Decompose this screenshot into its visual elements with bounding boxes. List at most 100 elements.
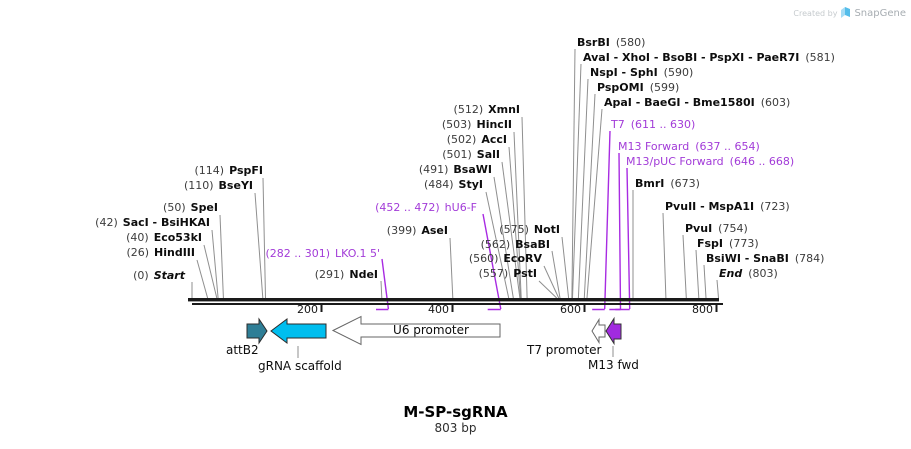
map-title-block: M-SP-sgRNA 803 bp bbox=[0, 403, 911, 436]
site-position: (484) bbox=[423, 178, 454, 191]
map-length: 803 bp bbox=[434, 421, 477, 435]
site-name: AccI bbox=[481, 133, 507, 146]
site-name: NotI bbox=[533, 223, 560, 236]
site-name: BsrBI bbox=[577, 36, 610, 49]
site-name: AseI bbox=[421, 224, 448, 237]
site-label-bseyi: (110)BseYI bbox=[184, 179, 253, 192]
site-label-fspi: FspI(773) bbox=[697, 237, 759, 250]
primer-name: hU6-F bbox=[444, 201, 477, 214]
site-name: PspFI bbox=[229, 164, 263, 177]
site-name: Start bbox=[153, 269, 185, 282]
primer-name: M13 Forward bbox=[618, 140, 690, 153]
site-position: (0) bbox=[133, 269, 149, 282]
site-position: (723) bbox=[760, 200, 790, 213]
snapgene-logo-icon bbox=[841, 7, 851, 18]
site-position: (754) bbox=[718, 222, 748, 235]
site-name: PvuII - MspA1I bbox=[665, 200, 755, 213]
site-position: (599) bbox=[649, 81, 680, 94]
leader-bsawi bbox=[493, 176, 514, 299]
site-position: (291) bbox=[314, 268, 345, 281]
attb2-arrow bbox=[246, 317, 268, 345]
feature-label-grna-scaffold: gRNA scaffold bbox=[258, 359, 342, 373]
leader-xmni bbox=[521, 116, 528, 299]
site-position: (114) bbox=[194, 164, 225, 177]
leader-psti bbox=[538, 280, 558, 299]
site-label-apai-baegi-bme1580i: ApaI - BaeGI - Bme1580I (603) bbox=[604, 96, 790, 109]
primer-range: (646 .. 668) bbox=[729, 155, 795, 168]
site-label-nspi-sphi: NspI - SphI(590) bbox=[590, 66, 693, 79]
site-label-bmri: BmrI(673) bbox=[635, 177, 700, 190]
site-position: (399) bbox=[386, 224, 417, 237]
feature-label-u6-promoter: U6 promoter bbox=[393, 323, 469, 337]
primer-range: (452 .. 472) bbox=[375, 201, 440, 214]
site-label-sali: (501)SalI bbox=[442, 148, 500, 161]
site-position: (491) bbox=[418, 163, 449, 176]
primer-label-m13-puc-forward: M13/pUC Forward (646 .. 668) bbox=[626, 155, 794, 168]
site-label-pvuii-mspa1i: PvuII - MspA1I (723) bbox=[665, 200, 790, 213]
primer-label-m13-forward: M13 Forward (637 .. 654) bbox=[618, 140, 760, 153]
site-label-hindiii: (26)HindIII bbox=[126, 246, 195, 259]
site-name: PstI bbox=[513, 267, 537, 280]
snapgene-brand-text: SnapGene bbox=[854, 8, 906, 19]
site-label-styi: (484) StyI bbox=[424, 178, 483, 191]
leader-end bbox=[716, 279, 719, 299]
site-name: FspI bbox=[697, 237, 724, 250]
sequence-ruler-bar bbox=[188, 298, 719, 302]
primer-label-t7: T7(611 .. 630) bbox=[611, 118, 695, 131]
site-label-pspomi: PspOMI(599) bbox=[597, 81, 679, 94]
site-label-eco53ki: (40)Eco53kI bbox=[126, 231, 202, 244]
leader-hincii bbox=[513, 131, 522, 299]
leader-pvui bbox=[682, 234, 687, 299]
site-label-pspfi: (114) PspFI bbox=[195, 164, 264, 177]
site-label-bsabi: (562)BsaBI bbox=[481, 238, 550, 251]
site-label-spei: (50)SpeI bbox=[163, 201, 218, 214]
site-label-asei: (399) AseI bbox=[387, 224, 448, 237]
site-position: (501) bbox=[442, 148, 472, 161]
site-name: ApaI - BaeGI - Bme1580I bbox=[604, 96, 755, 109]
site-position: (110) bbox=[183, 179, 214, 192]
primer-bracket-hu6-f bbox=[482, 213, 502, 311]
site-position: (503) bbox=[441, 118, 472, 131]
site-label-bsrbi: BsrBI(580) bbox=[577, 36, 645, 49]
site-position: (50) bbox=[163, 201, 186, 214]
feature-label-m13-fwd: M13 fwd bbox=[588, 358, 639, 372]
leader-apai bbox=[586, 108, 603, 299]
site-position: (603) bbox=[760, 96, 791, 109]
site-name: XmnI bbox=[488, 103, 520, 116]
leader-ecorv bbox=[543, 265, 560, 299]
ruler-label-600: 600 bbox=[560, 303, 581, 316]
site-name: StyI bbox=[458, 178, 483, 191]
site-name: EcoRV bbox=[503, 252, 542, 265]
leader-noti bbox=[561, 236, 570, 299]
site-position: (26) bbox=[126, 246, 150, 259]
map-title: M-SP-sgRNA bbox=[403, 403, 508, 421]
site-position: (784) bbox=[794, 252, 825, 265]
site-label-noti: (575)NotI bbox=[499, 223, 560, 236]
leader-pspfi bbox=[262, 177, 266, 299]
leader-saci bbox=[211, 229, 219, 299]
ruler-label-200: 200 bbox=[297, 303, 318, 316]
primer-name: M13/pUC Forward bbox=[626, 155, 724, 168]
site-label-end: End(803) bbox=[719, 267, 778, 280]
site-name: SacI - BsiHKAI bbox=[122, 216, 210, 229]
site-position: (581) bbox=[805, 51, 835, 64]
leader-ndei bbox=[380, 280, 383, 299]
primer-bracket-lko1-5 bbox=[376, 258, 390, 311]
primer-range: (637 .. 654) bbox=[695, 140, 760, 153]
site-label-acci: (502) AccI bbox=[447, 133, 507, 146]
site-position: (590) bbox=[663, 66, 694, 79]
primer-label-hu6-f: (452 .. 472) hU6-F bbox=[375, 201, 477, 214]
site-position: (502) bbox=[446, 133, 477, 146]
created-by-snapgene-badge: Created by SnapGene bbox=[793, 7, 906, 20]
site-position: (42) bbox=[95, 216, 118, 229]
feature-label-attb2: attB2 bbox=[226, 343, 259, 357]
grna-scaffold-arrow bbox=[270, 318, 327, 344]
primer-label-lko1-5: (282 .. 301)LKO.1 5' bbox=[265, 247, 380, 260]
leader-pvuii bbox=[662, 212, 667, 299]
site-position: (673) bbox=[670, 177, 700, 190]
leader-styi bbox=[485, 191, 510, 299]
primer-bracket-m13-puc-forward bbox=[615, 167, 631, 311]
site-name: HincII bbox=[476, 118, 512, 131]
